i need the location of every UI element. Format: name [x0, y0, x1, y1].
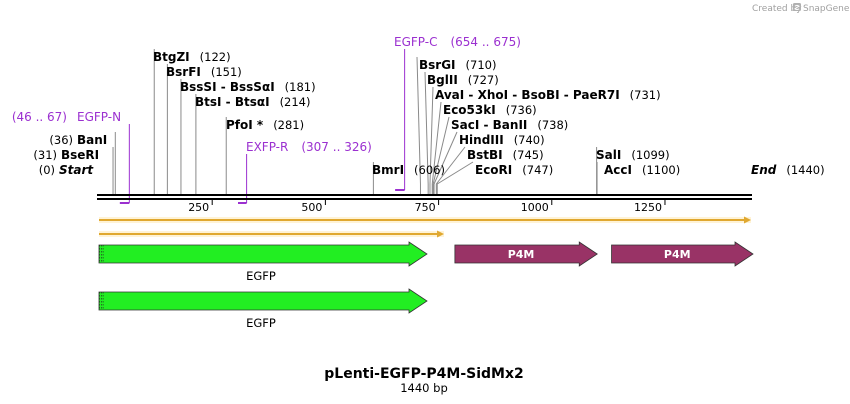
enzyme-position-bani: (36) — [49, 133, 73, 147]
ruler: 250 500 750 1000 1250 — [188, 200, 666, 214]
primers: (46 .. 67) EGFP-N EXFP-R (307 .. 326) EGFP-C… — [12, 35, 521, 204]
enzyme-label-bseri: BseRI — [61, 148, 99, 162]
enzyme-label-acci: AccI — [604, 163, 632, 177]
enzyme-position-bseri: (31) — [33, 148, 57, 162]
credit-brand: SnapGene — [803, 4, 850, 14]
ruler-label-1000: 1000 — [521, 201, 549, 214]
enzyme-position-bmri: (606) — [414, 163, 445, 177]
plasmid-name: pLenti-EGFP-P4M-SidMx2 — [324, 366, 524, 382]
primer-label-exfp-r: EXFP-R — [246, 140, 288, 154]
ruler-label-750: 750 — [415, 201, 436, 214]
enzyme-label-btgzi: BtgZI — [153, 50, 190, 64]
enzyme-label-pfoi: PfoI * — [226, 118, 264, 132]
enzyme-label-eco53ki: Eco53kI — [443, 103, 496, 117]
enzyme-position-end: (1440) — [786, 163, 824, 177]
enzyme-label-bsrfi: BsrFI — [166, 65, 201, 79]
enzyme-label-ecori: EcoRI — [475, 163, 512, 177]
enzyme-position-start: (0) — [39, 163, 55, 177]
feature-arrow-egfp-4 — [98, 288, 428, 314]
enzyme-labels: (0) Start(31) BseRI(36) BanI BtgZI (122)BsrFI… — [33, 50, 824, 177]
enzyme-position-bsrgi: (710) — [466, 58, 497, 72]
orfs — [99, 216, 751, 238]
enzyme-label-avai-xhoi-bsobi-paer7i: AvaI - XhoI - BsoBI - PaeR7I — [435, 88, 620, 102]
enzyme-label-bsrgi: BsrGI — [419, 58, 456, 72]
cut-line-bstbi — [435, 146, 466, 194]
feature-label-p4m-3: P4M — [664, 248, 691, 261]
snapgene-credit: Created by SnapGene — [752, 3, 850, 14]
enzyme-position-btgzi: (122) — [200, 50, 231, 64]
enzyme-label-end: End — [751, 163, 777, 177]
plasmid-length: 1440 bp — [400, 381, 448, 395]
enzyme-position-eco53ki: (736) — [506, 103, 537, 117]
enzyme-position-ecori: (747) — [522, 163, 553, 177]
primer-label-egfp-n: EGFP-N — [77, 110, 121, 124]
credit-text: Created by — [752, 4, 802, 14]
enzyme-position-sali: (1099) — [631, 148, 669, 162]
enzyme-label-start: Start — [59, 163, 94, 177]
snapgene-logo-icon — [793, 3, 801, 11]
enzyme-label-hindiii: HindIII — [459, 133, 504, 147]
feature-arrow-p4m-3 — [611, 241, 754, 267]
enzyme-label-saci-banii: SacI - BanII — [451, 118, 527, 132]
enzyme-position-bsssi-bsss-i: (181) — [285, 80, 316, 94]
enzyme-position-pfoi: (281) — [273, 118, 304, 132]
cut-line-avai-xhoi-bsobi-paer7i — [429, 86, 434, 194]
enzyme-label-bsssi-bsss-i: BssSI - BssSαI — [180, 80, 275, 94]
enzyme-position-hindiii: (740) — [514, 133, 545, 147]
enzyme-label-sali: SalI — [596, 148, 621, 162]
feature-label-egfp-1: EGFP — [246, 269, 276, 283]
ruler-label-1250: 1250 — [634, 201, 662, 214]
cut-line-hindiii — [433, 131, 458, 194]
enzyme-position-avai-xhoi-bsobi-paer7i: (731) — [630, 88, 661, 102]
primer-range-exfp-r: (307 .. 326) — [301, 140, 371, 154]
enzyme-position-acci: (1100) — [642, 163, 680, 177]
ruler-label-500: 500 — [301, 201, 322, 214]
primer-range-egfp-c: (654 .. 675) — [450, 35, 520, 49]
sequence-backbone — [97, 194, 752, 200]
feature-label-p4m-2: P4M — [508, 248, 535, 261]
enzyme-label-bstbi: BstBI — [467, 148, 503, 162]
primer-label-egfp-c: EGFP-C — [394, 35, 437, 49]
enzyme-label-bglii: BglII — [427, 73, 458, 87]
enzyme-label-bani: BanI — [77, 133, 107, 147]
feature-arrow-egfp-1 — [98, 241, 428, 267]
cut-line-eco53ki — [431, 101, 442, 194]
enzyme-label-bmri: BmrI — [372, 163, 404, 177]
features: EGFP P4M P4M EGFP — [98, 241, 754, 330]
primer-range-egfp-n: (46 .. 67) — [12, 110, 67, 124]
orf-arrow-1 — [744, 216, 751, 224]
enzyme-cut-lines — [112, 49, 598, 194]
cut-line-saci-banii — [432, 116, 450, 194]
cut-line-bsrgi — [416, 56, 421, 194]
enzyme-position-btsi-bts-i: (214) — [280, 95, 311, 109]
cut-line-bglii — [424, 71, 429, 194]
feature-label-egfp-4: EGFP — [246, 316, 276, 330]
orf-arrow-2 — [437, 230, 445, 238]
cut-line-ecori — [436, 161, 474, 194]
feature-arrow-p4m-2 — [454, 241, 598, 267]
enzyme-position-bsrfi: (151) — [211, 65, 242, 79]
ruler-label-250: 250 — [188, 201, 209, 214]
enzyme-position-bstbi: (745) — [513, 148, 544, 162]
enzyme-position-saci-banii: (738) — [537, 118, 568, 132]
enzyme-position-bglii: (727) — [468, 73, 499, 87]
enzyme-label-btsi-bts-i: BtsI - BtsαI — [195, 95, 270, 109]
